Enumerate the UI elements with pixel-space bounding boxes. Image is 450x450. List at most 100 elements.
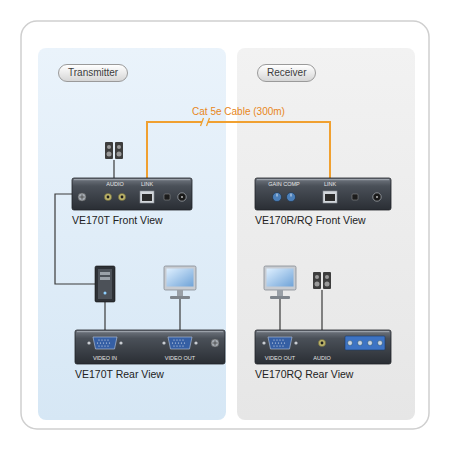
vga-pin bbox=[173, 345, 174, 346]
view-caption: VE170RQ Rear View bbox=[255, 368, 353, 381]
vga-port bbox=[268, 337, 292, 349]
terminal-screw bbox=[348, 341, 353, 346]
speaker-cone bbox=[117, 152, 122, 157]
gain-knob bbox=[287, 193, 296, 202]
speaker bbox=[323, 272, 331, 289]
vga-pins bbox=[172, 339, 185, 346]
port-label: LINK bbox=[324, 181, 336, 187]
receiver-front-unit: VE170R/RQ Front ViewGAIN COMPLINK bbox=[255, 178, 391, 210]
vga-pin bbox=[172, 342, 173, 343]
port-label: VIDEO OUT bbox=[165, 355, 195, 361]
vga-pin bbox=[107, 345, 108, 346]
vga-pin bbox=[100, 342, 101, 343]
vga-pin bbox=[97, 342, 98, 343]
monitor-screen bbox=[267, 269, 294, 287]
housing-highlight bbox=[74, 179, 190, 180]
vga-pin bbox=[275, 342, 276, 343]
vga-screw bbox=[262, 341, 265, 344]
vga-pin bbox=[175, 342, 176, 343]
pc-power bbox=[104, 292, 107, 295]
vga-pin bbox=[104, 345, 105, 346]
rj45-port bbox=[323, 191, 337, 203]
housing-highlight bbox=[257, 179, 389, 180]
vga-pin bbox=[273, 345, 274, 346]
vga-pin bbox=[182, 339, 183, 340]
vga-pin bbox=[101, 345, 102, 346]
vga-pin bbox=[101, 339, 102, 340]
indicator bbox=[164, 194, 170, 200]
vga-port bbox=[93, 337, 117, 349]
vga-pin bbox=[181, 342, 182, 343]
transmitter-region bbox=[38, 48, 226, 420]
vga-pin bbox=[278, 342, 279, 343]
vga-pin bbox=[107, 339, 108, 340]
knob-mark bbox=[277, 194, 278, 197]
vga-screw bbox=[162, 341, 165, 344]
audio-jack bbox=[118, 193, 125, 200]
port-label: AUDIO bbox=[106, 181, 123, 187]
cable-label: Cat 5e Cable (300m) bbox=[192, 106, 285, 118]
audio-jack-hole bbox=[321, 342, 324, 345]
pc-front bbox=[98, 269, 112, 299]
housing-highlight bbox=[257, 331, 389, 332]
speaker-cone bbox=[117, 145, 121, 149]
transmitter-rear-unit: VE170T Rear ViewVIDEO INVIDEO OUT bbox=[75, 330, 225, 364]
ports bbox=[78, 191, 186, 203]
vga-pin bbox=[178, 342, 179, 343]
region-tab: Transmitter bbox=[58, 64, 128, 82]
speaker-cone bbox=[325, 275, 329, 279]
indicator bbox=[352, 194, 358, 200]
monitor-screen bbox=[167, 269, 194, 287]
monitor-wire bbox=[179, 299, 180, 330]
port-label: LINK bbox=[141, 181, 153, 187]
speaker-wire bbox=[321, 290, 322, 330]
receiver-rear-unit: VE170RQ Rear ViewVIDEO OUTAUDIO bbox=[255, 330, 391, 364]
speakers-icon bbox=[313, 272, 331, 289]
monitor-stand bbox=[277, 290, 283, 296]
vga-pin bbox=[98, 339, 99, 340]
vga-pin bbox=[282, 339, 283, 340]
rj45-port bbox=[140, 191, 154, 203]
vga-screw bbox=[119, 341, 122, 344]
speakers-icon bbox=[105, 142, 123, 159]
view-caption: VE170T Rear View bbox=[75, 368, 164, 381]
pc-video-wire bbox=[104, 302, 105, 330]
housing-highlight bbox=[77, 331, 223, 332]
speaker-cone bbox=[107, 145, 111, 149]
audio-jack bbox=[104, 193, 111, 200]
ports bbox=[262, 336, 385, 350]
vga-pin bbox=[276, 339, 277, 340]
receiver-region bbox=[237, 48, 415, 420]
monitor-base bbox=[270, 296, 290, 299]
view-caption: VE170R/RQ Front View bbox=[255, 214, 366, 227]
vga-screw bbox=[194, 341, 197, 344]
rj45-opening bbox=[142, 194, 152, 201]
pc-drive bbox=[100, 277, 110, 280]
speaker-cone bbox=[325, 282, 330, 287]
vga-pin bbox=[282, 345, 283, 346]
housing bbox=[255, 178, 391, 210]
vga-pin bbox=[284, 342, 285, 343]
port-label: VIDEO IN bbox=[93, 355, 117, 361]
power-jack bbox=[178, 193, 186, 201]
screw bbox=[78, 193, 86, 201]
control-label: GAIN COMP bbox=[268, 181, 299, 187]
vga-pin bbox=[176, 339, 177, 340]
monitor-icon bbox=[264, 266, 296, 299]
ports bbox=[87, 337, 219, 349]
terminal-block bbox=[345, 336, 385, 350]
speaker-cone bbox=[107, 152, 112, 157]
vga-pin bbox=[104, 339, 105, 340]
gain-knob bbox=[273, 193, 282, 202]
speaker-cone bbox=[315, 282, 320, 287]
screw bbox=[211, 339, 219, 347]
unit-housing bbox=[72, 178, 192, 210]
receiver-panel: VE170R/RQ Front View GAIN COMP LINK VE170RQ… bbox=[237, 48, 415, 420]
vga-pins bbox=[97, 339, 110, 346]
audio-jack bbox=[318, 339, 325, 346]
vga-pin bbox=[106, 342, 107, 343]
pc-case bbox=[95, 266, 115, 302]
vga-pin bbox=[176, 345, 177, 346]
speaker bbox=[313, 272, 321, 289]
